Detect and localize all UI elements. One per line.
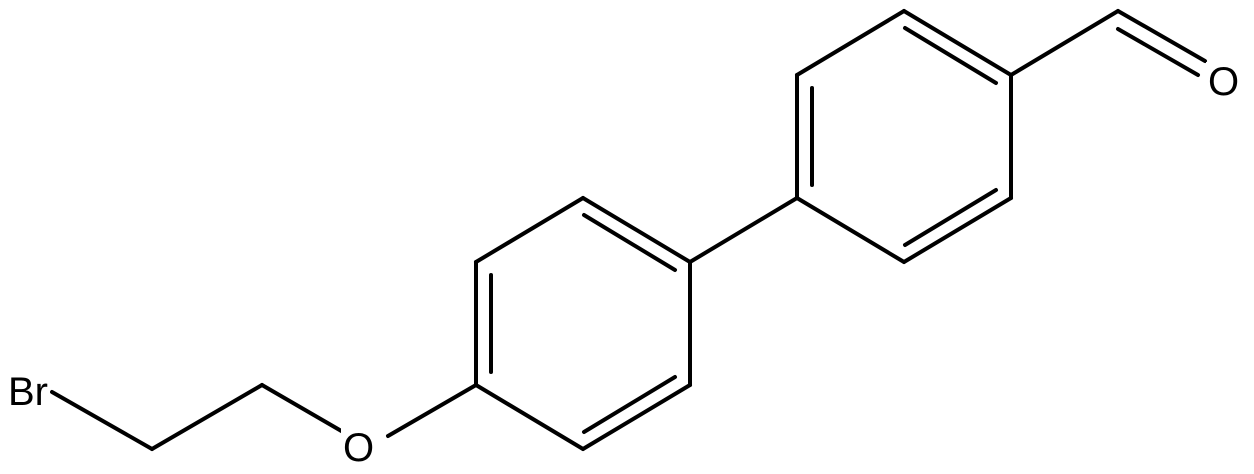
bond-ring2-cho [1009,9,1120,77]
ring1-bond-3 [581,196,692,264]
ring1-bond-2 [474,196,585,264]
ring2-bond-3-inner [903,26,998,85]
bond-br-c1 [50,390,154,451]
bond-c1-c2 [150,383,264,451]
ring2-bond-3 [902,9,1013,77]
ring1-bond-6 [474,383,585,451]
ring2-bond-2 [795,9,906,77]
bond-o-ring1 [386,383,478,438]
atom-label-aldehyde-oxygen: O [1206,60,1242,104]
atom-label-bromine: Br [6,370,50,414]
ring1-bond-5-inner [582,375,677,434]
ring2-bond-6 [795,196,906,264]
ring2-bond-5-inner [903,188,998,247]
bond-biaryl [688,196,799,264]
bond-co-double-b [1116,27,1200,77]
bond-c2-o [260,383,352,438]
bond-co-double-a [1116,9,1207,63]
atom-label-ether-oxygen: O [341,426,377,470]
ring2-bond-5 [902,196,1013,264]
ring1-bond-5 [581,383,692,451]
ring1-bond-3-inner [582,213,677,272]
